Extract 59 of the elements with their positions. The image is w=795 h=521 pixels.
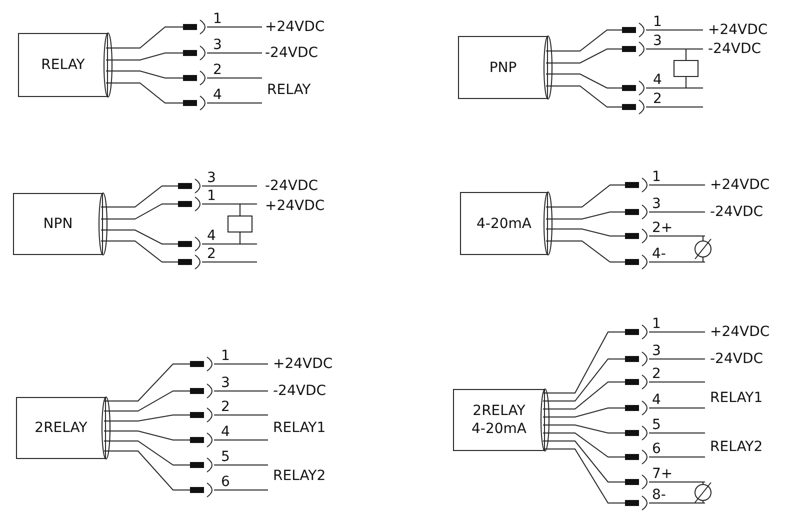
device-label: 4-20mA [476, 214, 532, 232]
device-box [458, 36, 548, 99]
device-label: NPN [42, 215, 74, 233]
terminal-label: RELAY1 [710, 390, 763, 406]
device-box [460, 192, 548, 255]
pin-number: 1 [652, 169, 661, 185]
pin-number: 6 [652, 441, 661, 457]
pin-number: 4 [221, 424, 230, 440]
pin-number: 3 [221, 375, 230, 391]
pin-number: 4 [213, 87, 222, 103]
pin-number: 5 [221, 449, 230, 465]
terminal-label: -24VDC [710, 351, 763, 367]
terminal-label: +24VDC [265, 19, 325, 35]
terminal-label: -24VDC [265, 178, 318, 194]
pin-number: 4- [652, 246, 666, 262]
device-box [18, 33, 108, 97]
terminal-label: +24VDC [273, 356, 333, 372]
device-label: RELAY [40, 56, 86, 74]
pin-number: 3 [653, 33, 662, 49]
pin-number: 3 [207, 170, 216, 186]
pin-number: 2+ [652, 220, 673, 236]
device-label: 2RELAY [34, 419, 88, 437]
terminal-label: +24VDC [708, 22, 768, 38]
terminal-label: +24VDC [710, 324, 770, 340]
pin-number: 4 [653, 72, 662, 88]
terminal-label: -24VDC [708, 41, 761, 57]
pin-number: 1 [221, 348, 230, 364]
terminal-label: -24VDC [710, 204, 763, 220]
pin-number: 1 [207, 188, 216, 204]
pin-number: 2 [653, 91, 662, 107]
pin-number: 2 [207, 246, 216, 262]
pin-number: 6 [221, 474, 230, 490]
terminal-label: RELAY2 [710, 439, 763, 455]
pin-number: 7+ [652, 466, 673, 482]
pin-number: 4 [207, 228, 216, 244]
pin-number: 2 [213, 62, 222, 78]
device-box [13, 193, 103, 255]
pin-number: 8- [652, 487, 666, 503]
device-box [16, 397, 106, 459]
terminal-label: RELAY1 [273, 420, 326, 436]
terminal-label: -24VDC [265, 45, 318, 61]
terminal-label: +24VDC [265, 198, 325, 214]
device-box [453, 389, 545, 451]
pin-number: 1 [653, 14, 662, 30]
pin-number: 4 [652, 392, 661, 408]
pin-number: 2 [652, 366, 661, 382]
pin-number: 1 [652, 316, 661, 332]
pin-number: 1 [213, 11, 222, 27]
terminal-label: -24VDC [273, 383, 326, 399]
pin-number: 2 [221, 399, 230, 415]
terminal-label: +24VDC [710, 177, 770, 193]
pin-number: 3 [652, 196, 661, 212]
pin-number: 5 [652, 417, 661, 433]
terminal-label: RELAY2 [273, 468, 326, 484]
pin-number: 3 [652, 343, 661, 359]
device-label: 2RELAY 4-20mA [470, 402, 528, 438]
terminal-label: RELAY [267, 82, 311, 98]
device-label: PNP [488, 58, 518, 76]
pin-number: 3 [213, 37, 222, 53]
